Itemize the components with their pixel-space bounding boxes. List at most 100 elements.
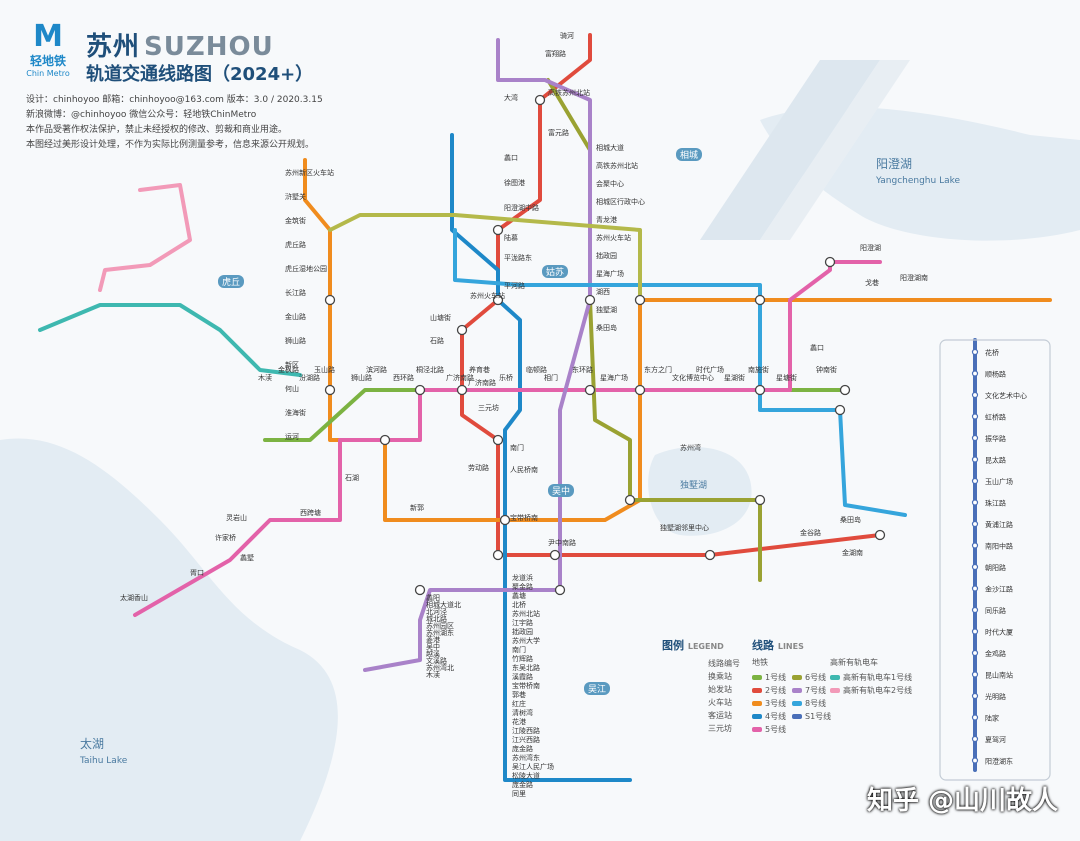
- interchange-station-0: [534, 94, 546, 106]
- line7-station-label: 越溪: [426, 649, 440, 658]
- line6-station-label: 相城大道: [596, 143, 624, 152]
- line2-station-label: 金谷路: [800, 528, 821, 537]
- dushu-lake-shape: [648, 447, 752, 536]
- district-gusu: 姑苏: [542, 265, 569, 278]
- line1-station-label: 桐泾北路: [416, 365, 444, 374]
- interchange-station-24: [824, 256, 836, 268]
- line7-station-label: 苏州湖东: [426, 628, 454, 637]
- s1-station-label: 虹桥路: [985, 413, 1006, 422]
- s1-station-label: 金鸡路: [985, 649, 1006, 658]
- s1-station-dot: [971, 542, 979, 549]
- interchange-station-15: [379, 434, 391, 446]
- s1-station-label: 陆家: [985, 714, 999, 723]
- s1-station-label: 文化艺术中心: [985, 391, 1027, 400]
- line5-station-label: 新郭: [410, 503, 424, 512]
- line5-station-label: 蠡口: [810, 343, 824, 352]
- info-line-3: 本作品受著作权法保护，禁止未经授权的修改、剪裁和商业用途。: [26, 125, 288, 135]
- line4-station-label: 同里: [512, 790, 526, 798]
- line5-station-label: 太湖香山: [120, 593, 148, 602]
- line6-station-label: 独墅湖: [596, 305, 617, 314]
- legend-line-label: S1号线: [805, 712, 832, 721]
- legend-item: 换乘站: [708, 672, 732, 681]
- line3-station-label: 虎丘湿地公园: [285, 264, 327, 273]
- s1-station-dot: [971, 391, 979, 399]
- line7-station-label: 文溪路: [426, 656, 447, 665]
- lines-title: 线路 LINES: [752, 639, 804, 652]
- line3-station-label: 淮海街: [285, 408, 306, 417]
- line3-station-label: 浒墅关: [285, 192, 306, 201]
- line6-station-label: 相城区行政中心: [596, 197, 645, 206]
- line-4: [450, 133, 632, 782]
- line4-station-label: 红庄: [512, 699, 526, 708]
- s1-station-label: 同乐路: [985, 606, 1006, 615]
- line2-station-label: 富元路: [548, 128, 569, 137]
- legend-line-swatch: [830, 688, 840, 693]
- line1-station-label: 狮山路: [351, 373, 372, 382]
- line6-station-label: 高铁苏州北站: [596, 161, 638, 170]
- tram-2: [98, 183, 192, 292]
- interchange-station-20: [624, 494, 636, 506]
- line3-station-label: 虎丘路: [285, 240, 306, 249]
- s1-station-dot: [971, 563, 979, 571]
- line4-station-label: 吴江人民广场: [512, 762, 554, 771]
- legend-item: 火车站: [708, 698, 732, 707]
- interchange-station-10: [634, 384, 646, 396]
- s1-station-dot: [971, 456, 979, 463]
- line1-station-label: 文化博览中心: [672, 373, 714, 382]
- interchange-station-4: [456, 384, 468, 396]
- line5-station-label: 灵岩山: [226, 513, 247, 522]
- s1-station-dot: [971, 757, 979, 764]
- line3-station-label: 运河: [285, 433, 299, 441]
- s1-station-dot: [971, 671, 979, 678]
- tram-1: [38, 303, 302, 377]
- line6-station-label: 桑田岛: [596, 323, 617, 332]
- interchange-station-21: [704, 549, 716, 561]
- line7-station-label: 苏州湾北: [426, 663, 454, 672]
- line7-station-label: 蠡阳: [426, 593, 440, 602]
- interchange-station-8: [584, 384, 596, 396]
- s1-station-dot: [971, 413, 979, 420]
- line6-station-label: 苏州火车站: [596, 233, 631, 242]
- line7-station-label: 城北路: [426, 614, 447, 623]
- logo-box: M 轻地铁 Chin Metro: [24, 22, 72, 79]
- district-huqiu: 虎丘: [218, 275, 245, 288]
- s1-station-dot: [971, 628, 979, 635]
- line4-station-label: 庞金路: [512, 744, 533, 753]
- line4-station-label: 竹辉路: [512, 654, 533, 663]
- legend-item: 线路编号: [708, 659, 740, 668]
- legend-line-label: 高新有轨电车1号线: [843, 673, 913, 682]
- legend-line-swatch: [752, 675, 762, 680]
- line3-station-label: 狮山路: [285, 336, 306, 345]
- line4-station-label: 拙政园: [512, 627, 533, 636]
- line5-station-label: 戈巷: [865, 278, 879, 287]
- line3-station-label: 苏州新区火车站: [285, 168, 334, 177]
- s1-station-label: 时代大厦: [985, 628, 1013, 637]
- s1-station-dot: [971, 434, 979, 442]
- line1-station-label: 乐桥: [499, 373, 513, 382]
- line4-station-label: 蠡塘: [512, 591, 526, 600]
- line1-station-label: 养育巷: [469, 365, 490, 374]
- line4-station-label: 南门: [512, 645, 526, 654]
- line4-station-label: 龙道浜: [512, 573, 533, 582]
- line4-station-label: 郭巷: [512, 690, 526, 699]
- line1-station-label: 星海广场: [600, 373, 628, 382]
- line7-station-label: 北河泾: [426, 608, 447, 616]
- s1-station-dot: [971, 370, 979, 377]
- line1-station-label: 东方之门: [644, 365, 672, 374]
- interchange-station-25: [492, 549, 504, 561]
- line3-station-label: 何山: [285, 384, 299, 393]
- line2-station-label: 阳澄湖中路: [504, 203, 539, 212]
- s1-station-dot: [971, 499, 979, 506]
- logo-en: Chin Metro: [26, 69, 70, 78]
- legend-line-label: 8号线: [805, 699, 827, 708]
- interchange-station-18: [834, 404, 846, 416]
- legend-line-label: 3号线: [765, 699, 787, 708]
- s1-station-dot: [971, 692, 979, 700]
- line1-station-label: 时代广场: [696, 365, 724, 374]
- line2-station-label: 人民桥南: [510, 465, 538, 474]
- line1-station-label: 滨河路: [366, 365, 387, 374]
- s1-station-label: 花桥: [985, 348, 999, 357]
